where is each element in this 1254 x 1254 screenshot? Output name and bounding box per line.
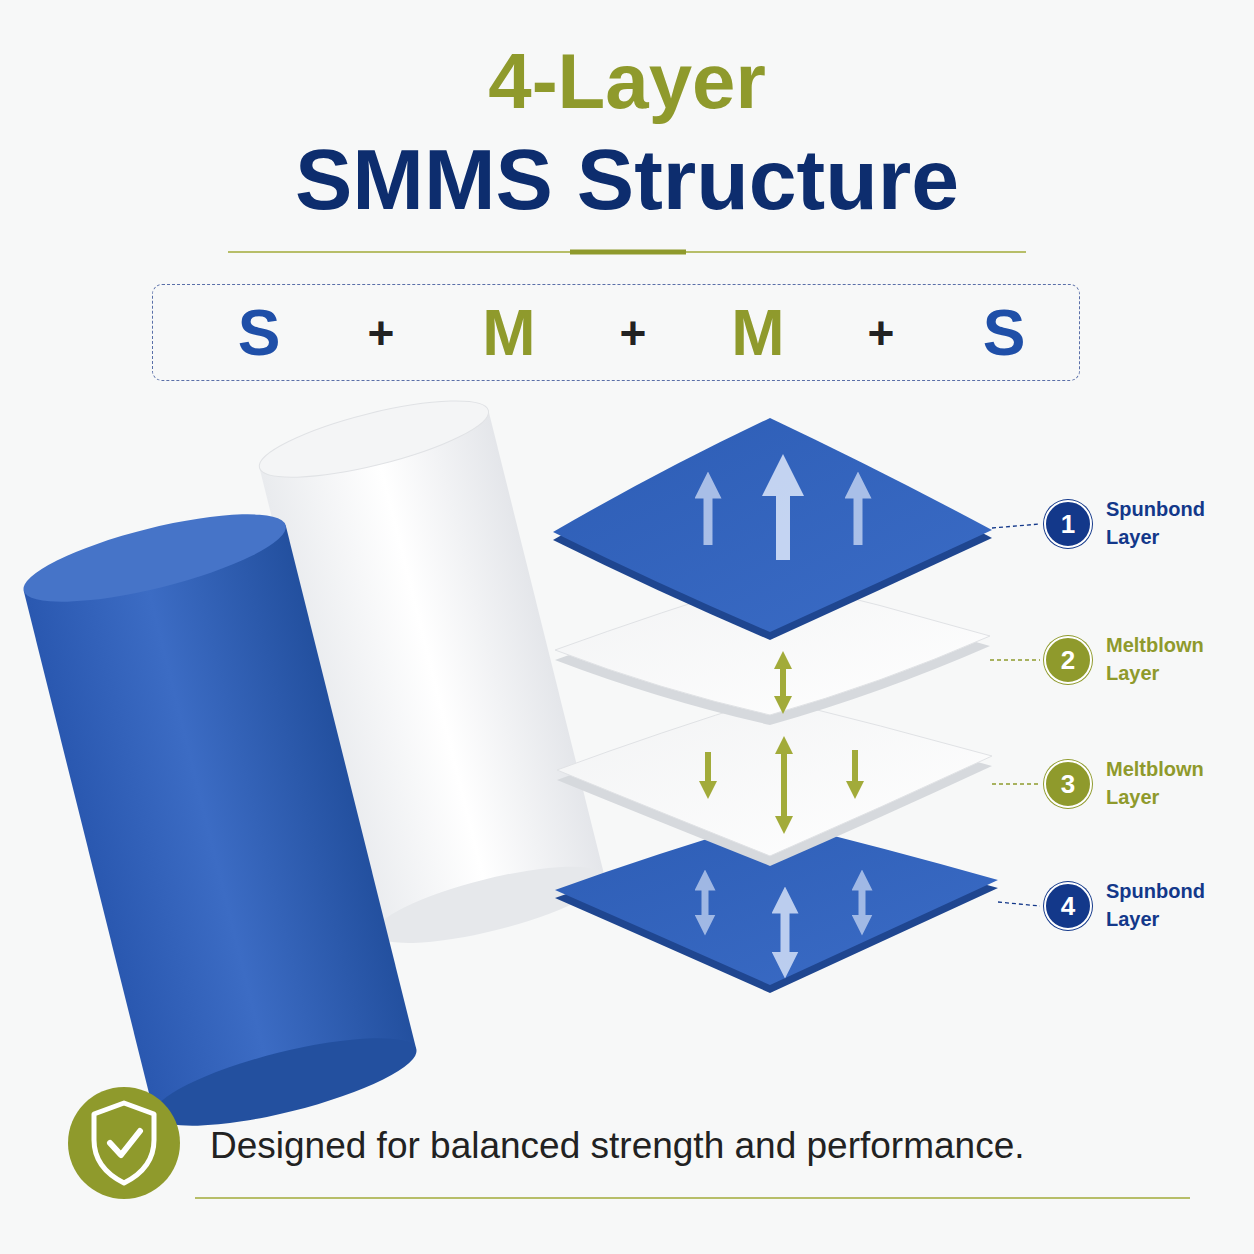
rule-accent — [570, 250, 686, 255]
callout-circle: 2Meltblown Layer — [1044, 636, 1092, 684]
callout-circle: 4Spunbond Layer — [1044, 882, 1092, 930]
layer-name: Meltblown Layer — [1106, 756, 1224, 811]
formula-term: S — [238, 301, 281, 365]
leader-lines — [990, 524, 1040, 906]
formula-term: + — [620, 310, 647, 356]
layer-name: Meltblown Layer — [1106, 632, 1224, 687]
blue-roll — [16, 496, 423, 1143]
spunbond-sheet — [553, 418, 992, 640]
caption: Designed for balanced strength and perfo… — [210, 1124, 1230, 1168]
callout-number: 3 — [1046, 762, 1090, 806]
callout-circle: 1Spunbond Layer — [1044, 500, 1092, 548]
callout-number: 2 — [1046, 638, 1090, 682]
callout-circle: 3Meltblown Layer — [1044, 760, 1092, 808]
layer-name: Spunbond Layer — [1106, 496, 1224, 551]
rule — [228, 251, 1026, 253]
rule — [195, 1197, 1190, 1199]
callout-number: 1 — [1046, 502, 1090, 546]
formula-term: + — [868, 310, 895, 356]
formula-term: M — [731, 301, 784, 365]
formula-term: M — [482, 301, 535, 365]
formula-term: + — [368, 310, 395, 356]
layer-name: Spunbond Layer — [1106, 878, 1224, 933]
title: 4-Layer — [0, 42, 1254, 120]
formula-term: S — [983, 301, 1026, 365]
shield-icon — [68, 1087, 180, 1199]
callout-number: 4 — [1046, 884, 1090, 928]
formula-box: S + M + M + S — [152, 284, 1080, 381]
subtitle: SMMS Structure — [0, 136, 1254, 222]
